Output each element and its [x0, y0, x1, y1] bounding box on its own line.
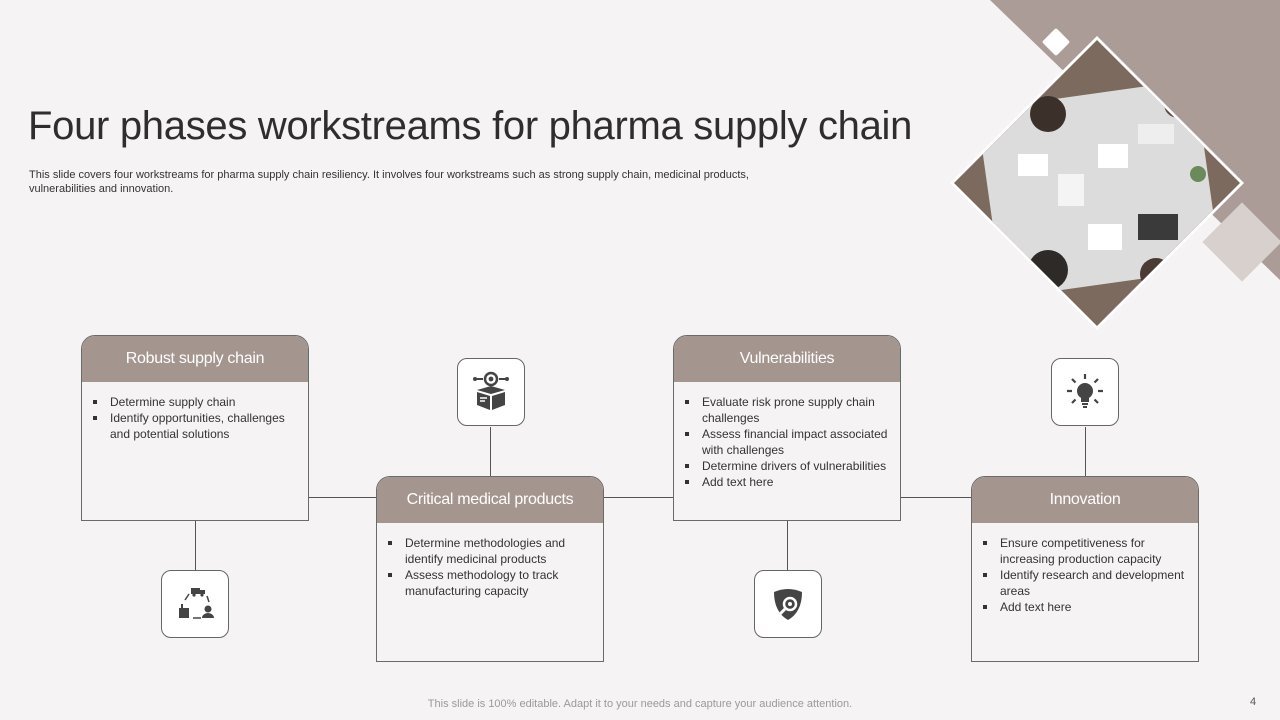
supply-cycle-icon [161, 570, 229, 638]
connector-v4 [1085, 427, 1086, 477]
list-item: Identify opportunities, challenges and p… [93, 410, 298, 442]
card-robust-supply-chain: Robust supply chain Determine supply cha… [81, 335, 309, 521]
list-item: Add text here [983, 599, 1188, 615]
list-item: Determine supply chain [93, 394, 298, 410]
card-list: Determine supply chain Identify opportun… [82, 382, 308, 442]
card-list: Evaluate risk prone supply chain challen… [674, 382, 900, 490]
connector-v3 [787, 520, 788, 570]
list-item: Evaluate risk prone supply chain challen… [685, 394, 890, 426]
list-item: Determine drivers of vulnerabilities [685, 458, 890, 474]
light-bulb-icon [1051, 358, 1119, 426]
card-critical-medical-products: Critical medical products Determine meth… [376, 476, 604, 662]
page-title: Four phases workstreams for pharma suppl… [28, 104, 913, 148]
list-item: Ensure competitiveness for increasing pr… [983, 535, 1188, 567]
page-number: 4 [1250, 696, 1257, 708]
card-vulnerabilities: Vulnerabilities Evaluate risk prone supp… [673, 335, 901, 521]
card-list: Ensure competitiveness for increasing pr… [972, 523, 1198, 615]
list-item: Add text here [685, 474, 890, 490]
card-title: Innovation [972, 477, 1198, 523]
card-title: Vulnerabilities [674, 336, 900, 382]
connector-h3 [901, 497, 972, 498]
product-box-icon [457, 358, 525, 426]
connector-v1 [195, 520, 196, 570]
page-subtitle: This slide covers four workstreams for p… [29, 169, 749, 195]
connector-h1 [309, 497, 377, 498]
list-item: Assess financial impact associated with … [685, 426, 890, 458]
card-title: Robust supply chain [82, 336, 308, 382]
list-item: Determine methodologies and identify med… [388, 535, 593, 567]
connector-v2 [490, 427, 491, 477]
footer-note: This slide is 100% editable. Adapt it to… [427, 698, 853, 710]
card-title: Critical medical products [377, 477, 603, 523]
shield-search-icon [754, 570, 822, 638]
card-innovation: Innovation Ensure competitiveness for in… [971, 476, 1199, 662]
list-item: Assess methodology to track manufacturin… [388, 567, 593, 599]
team-photo [948, 34, 1246, 332]
connector-h2 [604, 497, 674, 498]
list-item: Identify research and development areas [983, 567, 1188, 599]
card-list: Determine methodologies and identify med… [377, 523, 603, 599]
